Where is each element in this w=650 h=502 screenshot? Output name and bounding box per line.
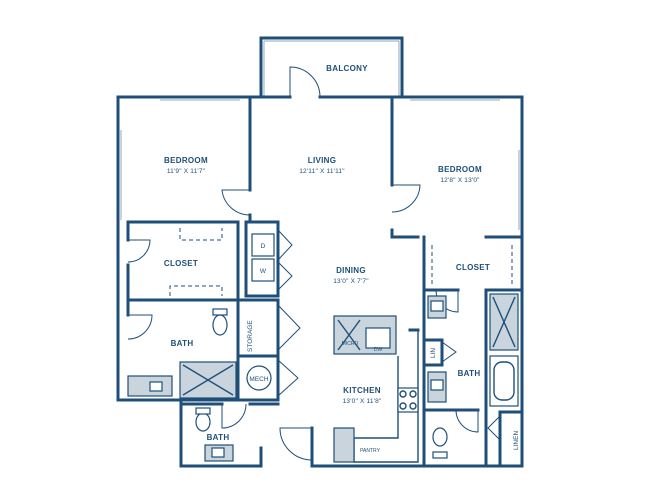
toilet-tank [432, 451, 448, 459]
dining-name: DINING [336, 266, 366, 275]
toilet [432, 427, 448, 447]
water-heater [246, 365, 272, 391]
bath1-fixtures [127, 308, 237, 399]
sink [149, 381, 163, 392]
toilet [212, 314, 228, 336]
micro-label: MICRO [342, 341, 359, 347]
sink-lower [430, 379, 444, 391]
bedroom1-name: BEDROOM [164, 156, 208, 165]
laundry: D W [251, 233, 275, 282]
closet-rods [169, 228, 513, 296]
interior-walls [126, 95, 524, 468]
closet2-name: CLOSET [456, 263, 490, 272]
storage-label: STORAGE [247, 320, 254, 352]
bath2-fixtures: LIN LINEN [427, 293, 520, 459]
washer-label: W [260, 268, 267, 275]
island-sink [365, 327, 391, 349]
closet1-name: CLOSET [164, 259, 198, 268]
bath1-name: BATH [171, 339, 194, 348]
dryer-label: D [261, 243, 266, 250]
living-dims: 12'11" X 11'11" [299, 168, 345, 175]
refrigerator [333, 427, 355, 463]
lin-label: LIN [430, 348, 437, 358]
sink-upper [430, 300, 444, 312]
room-labels: BALCONY BEDROOM 11'9" X 11'7" LIVING 12'… [164, 64, 490, 442]
range [397, 387, 419, 413]
dw-label: DW [374, 347, 383, 353]
mech: MECH [246, 365, 272, 391]
doors [127, 66, 501, 461]
bedroom2-dims: 12'8" X 13'0" [440, 177, 480, 184]
windows [120, 99, 520, 230]
kitchen-dims: 13'0" X 11'8" [343, 398, 382, 405]
balcony [259, 36, 404, 99]
bedroom1-dims: 11'9" X 11'7" [167, 168, 206, 175]
living-name: LIVING [308, 156, 336, 165]
bath3-name: BATH [207, 433, 230, 442]
bath3-fixtures [195, 407, 234, 462]
toilet-tank [195, 407, 211, 415]
dryer-box [251, 233, 275, 257]
washer-box [251, 258, 275, 282]
bedroom2-name: BEDROOM [438, 165, 482, 174]
mech-label: MECH [249, 376, 268, 383]
linen-label: LINEN [513, 431, 520, 450]
kitchen-name: KITCHEN [343, 386, 381, 395]
kitchen-fixtures: MICRO DW PANTRY [333, 315, 419, 463]
pantry-label: PANTRY [360, 448, 380, 454]
bath2-name: BATH [458, 369, 481, 378]
toilet [195, 412, 211, 432]
toilet-tank [212, 308, 228, 316]
sink [211, 447, 225, 458]
dining-dims: 13'0" X 7'7" [333, 278, 369, 285]
balcony-name: BALCONY [326, 64, 368, 73]
